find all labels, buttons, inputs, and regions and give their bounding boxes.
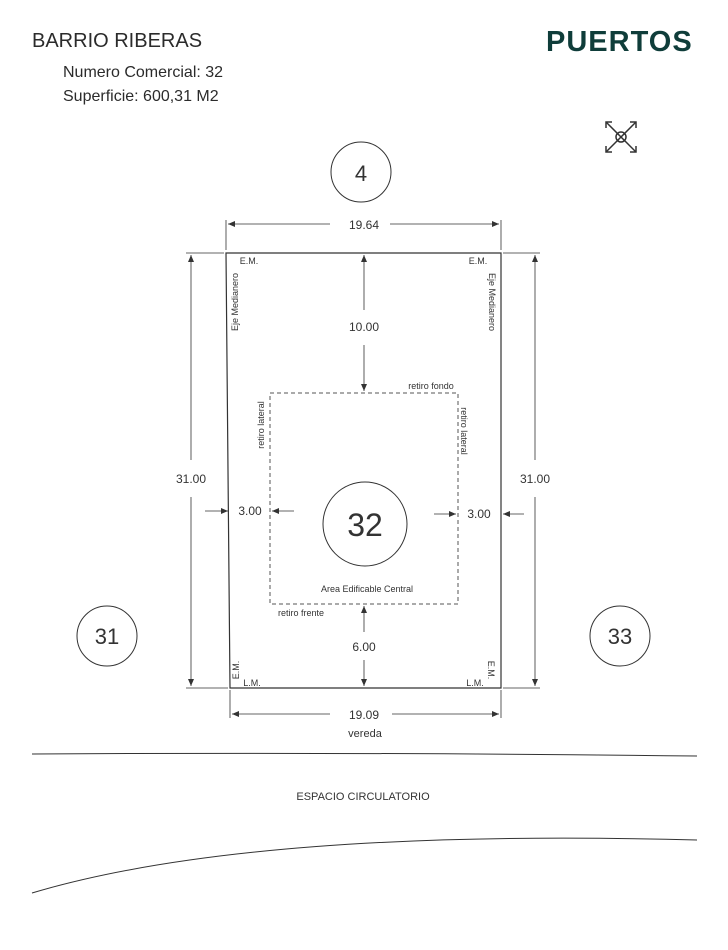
- eje-medianero-left: Eje Medianero: [230, 273, 240, 331]
- street-upper-edge: [31, 752, 698, 757]
- retiro-lateral-right: retiro lateral: [459, 407, 469, 455]
- eje-medianero-right: Eje Medianero: [487, 273, 497, 331]
- numero-comercial: Numero Comercial: 32: [63, 64, 224, 81]
- espacio-circulatorio-label: ESPACIO CIRCULATORIO: [296, 791, 430, 803]
- left-depth-label: 31.00: [176, 472, 206, 486]
- lot-number-center: 32: [347, 507, 383, 543]
- lm-bottom-right: L.M.: [466, 678, 484, 688]
- retiro-frente-label: retiro frente: [278, 608, 324, 618]
- vereda-label: vereda: [348, 728, 383, 740]
- left-depth-dimension: [186, 252, 228, 689]
- right-depth-dimension: [503, 252, 540, 689]
- retiro-fondo-label: retiro fondo: [408, 381, 454, 391]
- area-edificable-label: Area Edificable Central: [321, 584, 413, 594]
- lm-bottom-left: L.M.: [243, 678, 261, 688]
- lot-number-top: 4: [355, 161, 367, 186]
- page-title: BARRIO RIBERAS: [32, 30, 203, 52]
- lot-circle-left: 31: [76, 605, 138, 667]
- bottom-width-label: 19.09: [349, 708, 379, 722]
- right-side-setback-label: 3.00: [467, 507, 491, 521]
- rear-setback-label: 10.00: [349, 320, 379, 334]
- top-width-label: 19.64: [349, 218, 379, 232]
- lot-circle-top: 4: [330, 141, 392, 203]
- em-top-right: E.M.: [469, 256, 488, 266]
- em-top-left: E.M.: [240, 256, 259, 266]
- compass-arrows-icon: [605, 121, 637, 153]
- buildable-area: [269, 392, 459, 605]
- lot-circle-right: 33: [589, 605, 651, 667]
- lot-number-right: 33: [608, 624, 632, 649]
- right-depth-label: 31.00: [520, 472, 550, 486]
- bottom-width-dimension: [229, 690, 502, 718]
- lot-number-left: 31: [95, 624, 119, 649]
- puertos-logo: PUERTOS: [546, 26, 693, 58]
- em-bottom-left: E.M.: [231, 661, 241, 680]
- left-side-setback-label: 3.00: [238, 504, 262, 518]
- superficie: Superficie: 600,31 M2: [63, 88, 219, 105]
- retiro-lateral-left: retiro lateral: [256, 401, 266, 449]
- front-setback-label: 6.00: [352, 640, 376, 654]
- em-bottom-right: E.M.: [486, 661, 496, 680]
- lot-boundary: [225, 252, 502, 689]
- top-width-dimension: [225, 220, 502, 250]
- lot-circle-center: 32: [322, 481, 408, 567]
- street-lower-edge: [31, 837, 698, 894]
